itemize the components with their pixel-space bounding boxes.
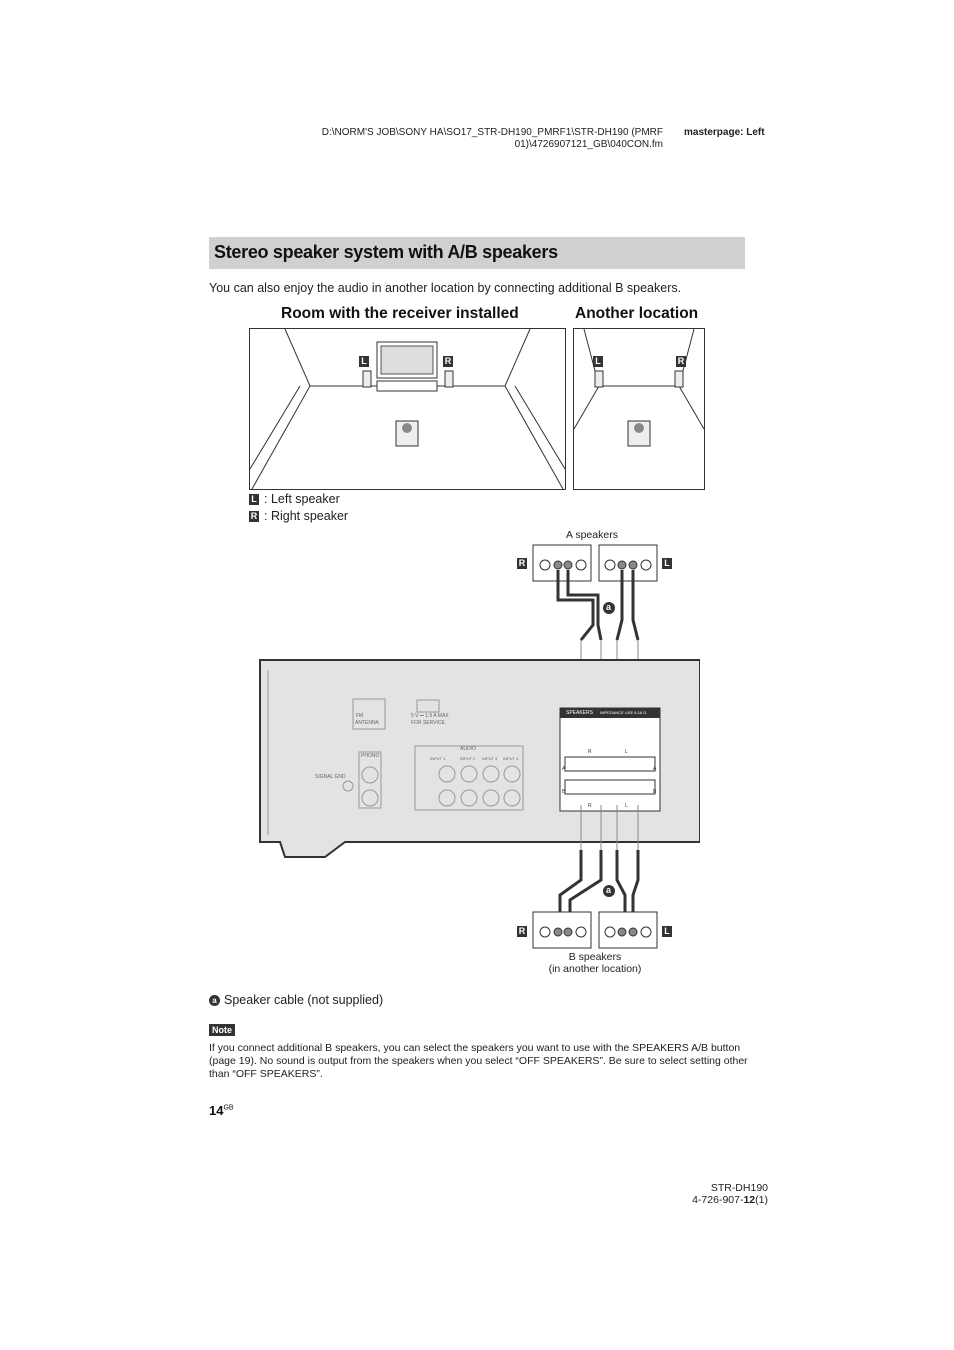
b-cable-callout-letter: a bbox=[606, 885, 612, 895]
legend-left-text: : Left speaker bbox=[264, 492, 340, 506]
other-room-perspective bbox=[573, 328, 705, 447]
main-room-perspective bbox=[249, 328, 566, 490]
b-right-badge: R bbox=[517, 926, 527, 937]
other-left-badge: L bbox=[593, 356, 603, 367]
impedance-label: IMPEDANCE USE 6-16 Ω bbox=[600, 710, 647, 715]
usb-rating-label: 5 V ⎓ 1.5 A MAX bbox=[411, 713, 449, 719]
channel-r-bottom: R bbox=[588, 803, 592, 809]
input-3-label: INPUT 3 bbox=[482, 756, 498, 761]
receiver-rear-panel bbox=[259, 659, 700, 858]
b-speakers-label: B speakers (in another location) bbox=[540, 951, 650, 975]
other-room-caption: Another location bbox=[575, 305, 699, 322]
cable-footnote-badge: a bbox=[209, 994, 220, 1006]
a-speakers-label: A speakers bbox=[566, 529, 618, 541]
main-room-caption: Room with the receiver installed bbox=[281, 305, 519, 322]
wiring-diagram bbox=[259, 544, 700, 949]
legend-left-badge: L bbox=[249, 493, 259, 505]
channel-r-top: R bbox=[588, 749, 592, 755]
section-title-bar: Stereo speaker system with A/B speakers bbox=[209, 237, 745, 269]
cable-footnote: a Speaker cable (not supplied) bbox=[209, 993, 383, 1007]
input-2-label: INPUT 2 bbox=[460, 756, 476, 761]
input-4-label: INPUT 4 bbox=[503, 756, 519, 761]
main-left-badge: L bbox=[359, 356, 369, 367]
row-a-right: A bbox=[653, 766, 657, 772]
a-left-badge: L bbox=[662, 558, 672, 569]
file-path-header: D:\NORM'S JOB\SONY HA\SO17_STR-DH190_PMR… bbox=[280, 127, 663, 151]
audio-label: AUDIO bbox=[460, 746, 476, 752]
row-b-right: B bbox=[653, 789, 657, 795]
phono-label: PHONO bbox=[361, 753, 380, 759]
legend-left: L : Left speaker bbox=[249, 492, 340, 506]
b-speaker-left bbox=[598, 911, 658, 949]
note-tag: Note bbox=[209, 1024, 235, 1036]
row-a-left: A bbox=[562, 766, 566, 772]
footer-code: 4-726-907-12(1) bbox=[640, 1194, 768, 1206]
main-room-illustration: L R bbox=[249, 328, 566, 490]
file-path-line-1: D:\NORM'S JOB\SONY HA\SO17_STR-DH190_PMR… bbox=[321, 127, 663, 138]
a-speaker-left bbox=[598, 544, 658, 582]
fm-label: FM bbox=[356, 713, 364, 719]
other-right-badge: R bbox=[676, 356, 686, 367]
page-number-value: 14 bbox=[209, 1103, 224, 1118]
cable-footnote-text: Speaker cable (not supplied) bbox=[224, 993, 384, 1007]
a-cable-callout bbox=[603, 602, 615, 614]
legend-right: R : Right speaker bbox=[249, 509, 348, 523]
note-text: If you connect additional B speakers, yo… bbox=[209, 1042, 748, 1080]
b-speaker-right bbox=[532, 911, 592, 949]
antenna-label: ANTENNA bbox=[355, 720, 379, 726]
a-right-badge: R bbox=[517, 558, 527, 569]
footer: STR-DH190 4-726-907-12(1) bbox=[640, 1182, 768, 1206]
other-room-illustration: L R bbox=[573, 328, 705, 490]
channel-l-bottom: L bbox=[625, 803, 628, 809]
footer-code-suffix: (1) bbox=[755, 1194, 768, 1206]
b-speakers-label-line-1: B speakers bbox=[568, 951, 622, 963]
section-title: Stereo speaker system with A/B speakers bbox=[214, 242, 558, 262]
row-b-left: B bbox=[562, 789, 566, 795]
masterpage-label: masterpage: Left bbox=[684, 127, 765, 138]
page-number-suffix: GB bbox=[223, 1104, 234, 1112]
speakers-terminal-label: SPEAKERS bbox=[566, 710, 593, 716]
footer-model: STR-DH190 bbox=[710, 1182, 768, 1194]
legend-right-text: : Right speaker bbox=[264, 509, 349, 523]
footer-code-prefix: 4-726-907- bbox=[692, 1194, 744, 1206]
for-service-label: FOR SERVICE bbox=[411, 720, 445, 726]
b-speakers-label-line-2: (in another location) bbox=[548, 963, 642, 975]
file-path-line-2: 01)\4726907121_GB\040CON.fm bbox=[514, 139, 663, 150]
a-speaker-right bbox=[532, 544, 592, 582]
signal-gnd-label: SIGNAL GND bbox=[315, 774, 346, 780]
a-cable-callout-letter: a bbox=[606, 602, 612, 612]
legend-right-badge: R bbox=[249, 510, 259, 522]
channel-l-top: L bbox=[625, 749, 628, 755]
intro-paragraph: You can also enjoy the audio in another … bbox=[209, 281, 682, 295]
b-left-badge: L bbox=[662, 926, 672, 937]
main-right-badge: R bbox=[443, 356, 453, 367]
footer-code-bold: 12 bbox=[743, 1194, 756, 1206]
b-cable-callout bbox=[603, 885, 615, 897]
input-1-label: INPUT 1 bbox=[430, 756, 446, 761]
page-number: 14GB bbox=[209, 1103, 234, 1118]
